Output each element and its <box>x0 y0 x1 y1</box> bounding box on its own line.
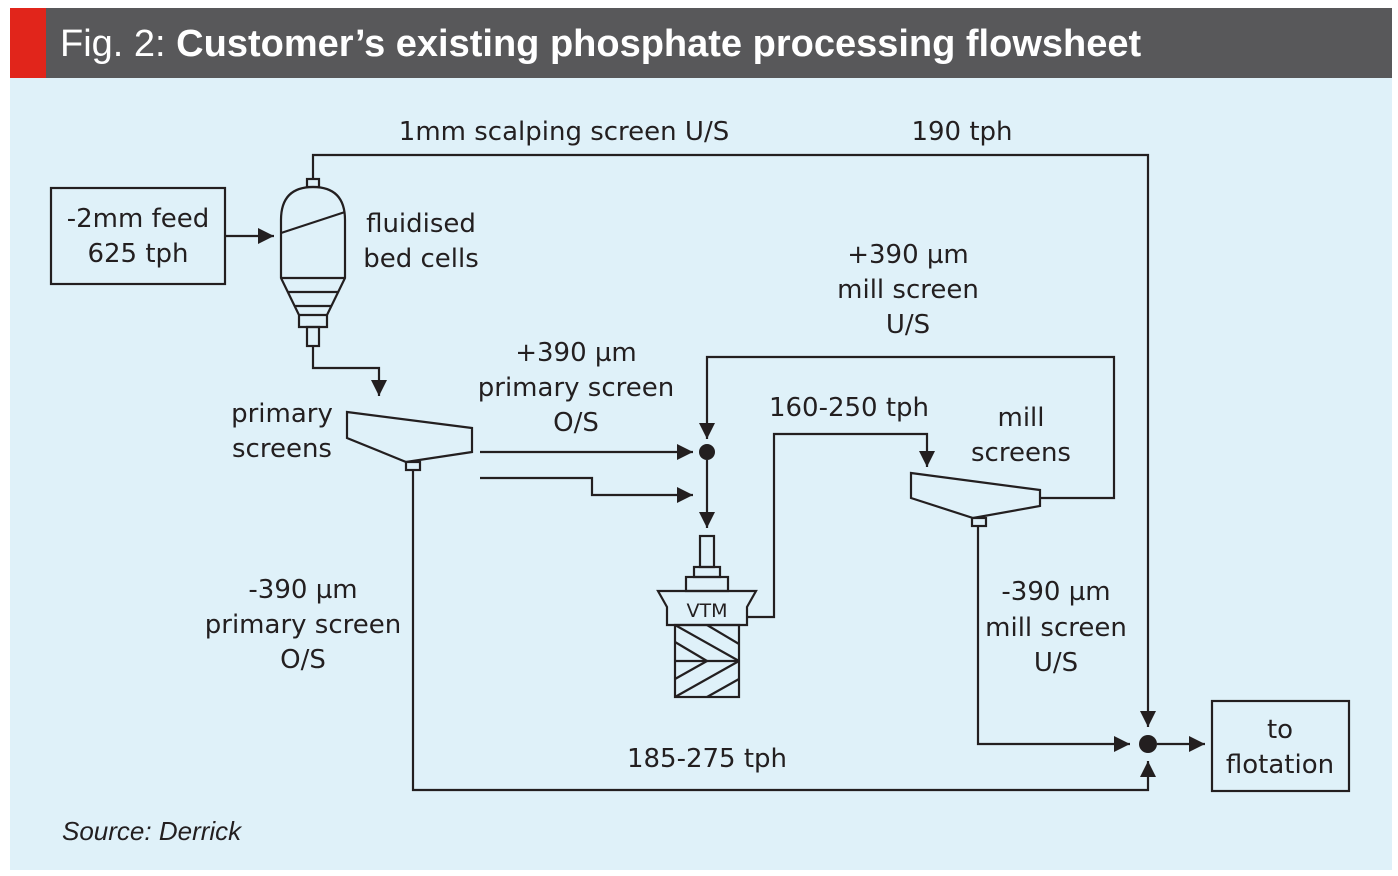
primary-os-line1: +390 µm <box>515 338 637 368</box>
primary-fines-line2: primary screen <box>205 610 401 640</box>
fluidised-bed-label-line2: bed cells <box>363 244 479 274</box>
vtm-to-mill-flow <box>747 432 935 619</box>
mill-fines-line3: U/S <box>1034 648 1078 678</box>
vtm-out-rate: 160-250 tph <box>769 393 929 423</box>
primary-os-line3: O/S <box>553 408 599 438</box>
mill-fines-flow <box>976 526 1130 752</box>
mill-screens-icon <box>909 471 1042 528</box>
figure-header: Fig. 2: Customer’s existing phosphate pr… <box>10 8 1392 78</box>
primary-os-line2: primary screen <box>478 373 674 403</box>
feed-label-line2: 625 tph <box>87 239 188 269</box>
feed-box <box>49 186 227 286</box>
primary-fines-line3: O/S <box>280 645 326 675</box>
scalping-stream-rate: 190 tph <box>911 117 1012 147</box>
figure-title-text: Customer’s existing phosphate processing… <box>176 23 1142 65</box>
scalping-stream-label: 1mm scalping screen U/S <box>399 117 729 147</box>
header-accent-bar <box>10 8 46 78</box>
mill-screen-us-line1: +390 µm <box>847 240 969 270</box>
mill-screens-label-line2: screens <box>971 438 1071 468</box>
mill-screens-label-line1: mill <box>998 403 1045 433</box>
mill-screen-us-line3: U/S <box>886 310 930 340</box>
junction-node-upper <box>699 444 715 460</box>
primary-screens-label-line1: primary <box>231 399 333 429</box>
junction-node-final <box>1139 735 1157 753</box>
figure-number: Fig. 2: <box>60 23 166 65</box>
primary-screens-icon <box>345 410 474 472</box>
mill-fines-line2: mill screen <box>985 613 1127 643</box>
scalping-screen-flow <box>311 153 1156 727</box>
mill-fines-line1: -390 µm <box>1001 577 1110 607</box>
source-note: Source: Derrick <box>62 816 242 846</box>
feed-label-line1: -2mm feed <box>67 204 210 234</box>
figure-title: Fig. 2: Customer’s existing phosphate pr… <box>60 8 1141 78</box>
flotation-label-line1: to <box>1267 715 1293 745</box>
bottom-stream-rate: 185-275 tph <box>627 744 787 774</box>
fluidised-bed-label-line1: fluidised <box>366 209 476 239</box>
flotation-box <box>1210 699 1351 793</box>
vtm-label: VTM <box>687 600 728 622</box>
primary-fines-line1: -390 µm <box>248 575 357 605</box>
primary-screens-label-line2: screens <box>232 434 332 464</box>
fluidised-bed-cell-icon <box>279 177 347 348</box>
flowsheet-diagram: -2mm feed 625 tph 1mm scalping screen U/… <box>49 117 1351 793</box>
mill-screen-us-line2: mill screen <box>837 275 979 305</box>
primary-to-vtm-flow <box>480 476 693 503</box>
figure-panel: Fig. 2: Customer’s existing phosphate pr… <box>10 8 1392 870</box>
vtm-mill-icon <box>656 534 758 699</box>
primary-fines-flow <box>411 470 1156 792</box>
flotation-label-line2: flotation <box>1226 750 1334 780</box>
mill-recycle-flow <box>699 355 1116 500</box>
cells-to-primary-flow <box>311 346 387 396</box>
